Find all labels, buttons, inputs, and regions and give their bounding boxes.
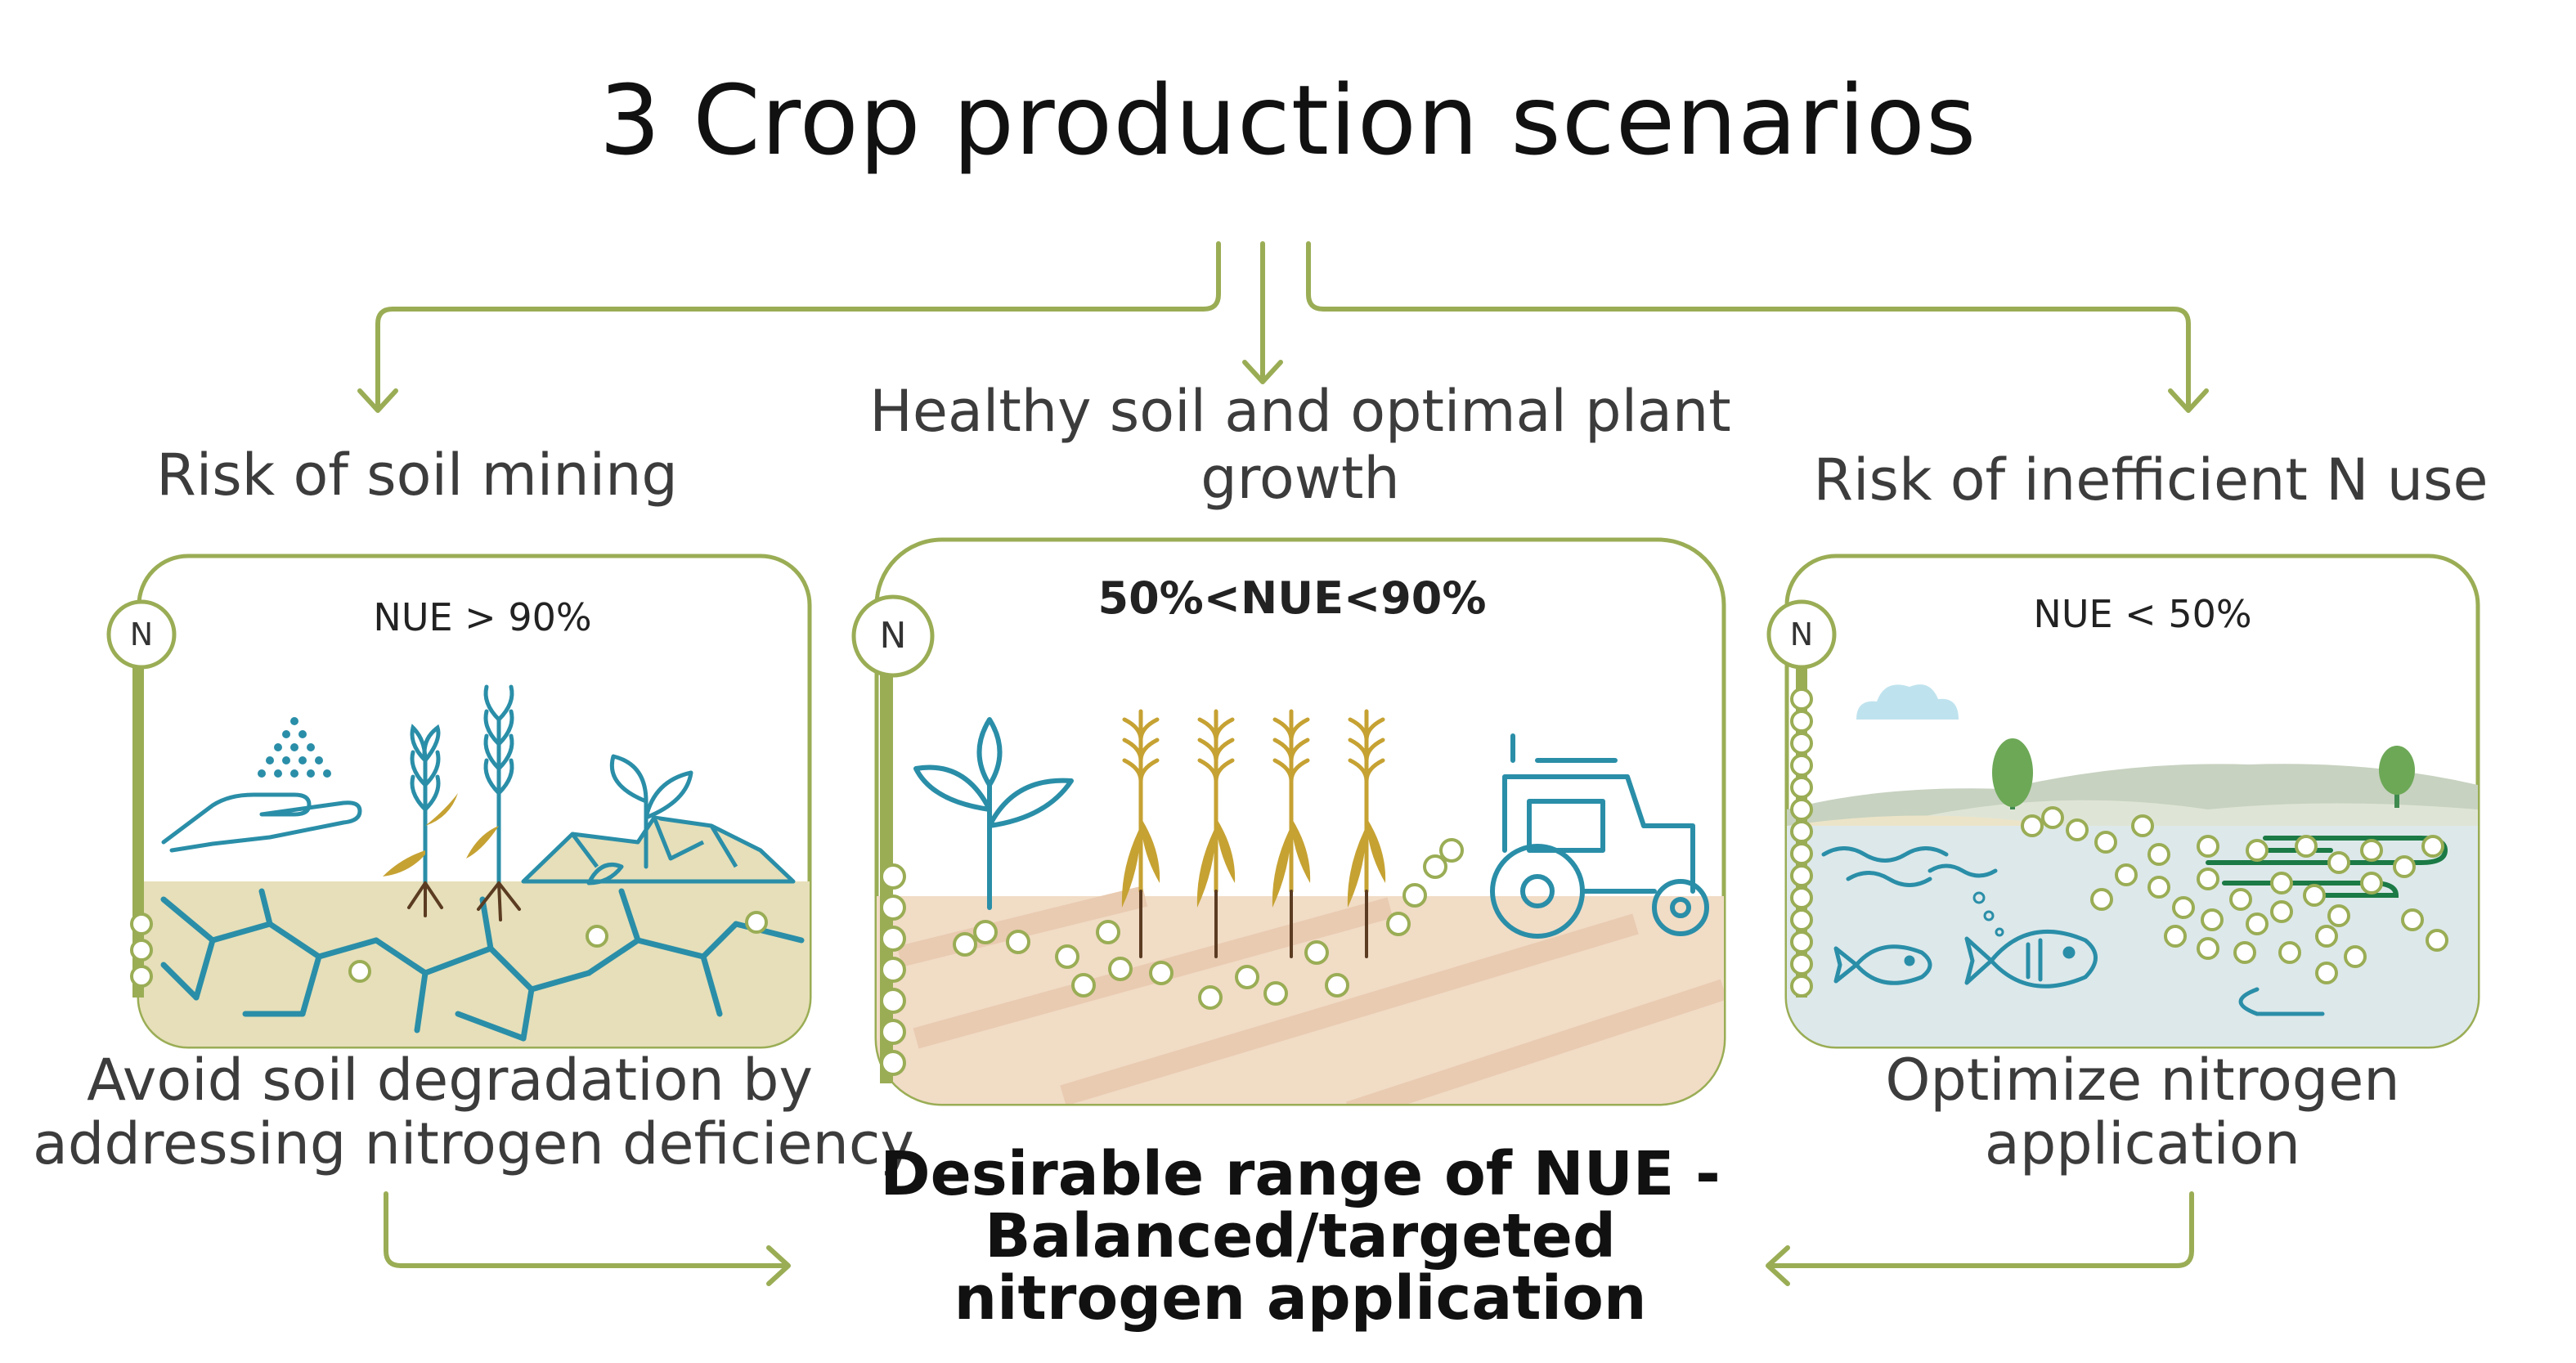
waves (1821, 846, 1998, 887)
heading-inefficient-use: Risk of inefficient N use (1813, 446, 2488, 513)
panel-inefficient-use (1766, 554, 2480, 1049)
caption-line: Avoid soil degradation by (87, 1047, 813, 1114)
nitrogen-label-right: N (1789, 616, 1814, 652)
caption-line: application (1984, 1110, 2301, 1177)
caption-line: Optimize nitrogen (1885, 1047, 2400, 1114)
hand-with-fertilizer-icon (161, 792, 362, 853)
excess-nitrogen-pellets (2021, 806, 2448, 984)
soil-cracks (160, 888, 805, 1042)
seedling-icon (586, 754, 693, 886)
nue-value-right: NUE < 50% (2033, 592, 2252, 636)
nitrogen-label-left: N (129, 616, 154, 652)
conclusion-line: Balanced/targeted (985, 1201, 1616, 1271)
page-title: 3 Crop production scenarios (599, 64, 1977, 177)
nue-value-left: NUE > 90% (373, 595, 592, 639)
nitrogen-gauge-center (851, 594, 935, 1083)
heading-line: growth (1200, 445, 1400, 512)
top-flow-arrows (357, 241, 2209, 413)
arrow-to-left (375, 241, 1221, 411)
heading-line: Healthy soil and optimal plant (869, 378, 1731, 445)
heading-optimal-growth: Healthy soil and optimal plant growth (818, 378, 1783, 512)
roots (407, 881, 521, 921)
bottom-flow-arrows (384, 1191, 2194, 1286)
nitrogen-label-center: N (879, 615, 907, 657)
arrow-to-right (1306, 241, 2191, 411)
nitrogen-pellets (953, 838, 1464, 1010)
rocks (521, 815, 796, 884)
nitrogen-gauge-right (1766, 599, 1837, 998)
mature-wheat-icons (1121, 709, 1386, 958)
runoff-stream (2238, 987, 2325, 1016)
tree-icons (1992, 738, 2415, 809)
caption-line: addressing nitrogen deficiency (33, 1110, 914, 1177)
arrow-left-to-conclusion (384, 1191, 788, 1268)
dry-leaves (383, 793, 499, 877)
wheat-plant-icon (410, 684, 514, 886)
caption-soil-mining: Avoid soil degradation by addressing nit… (33, 1047, 914, 1177)
conclusion-text: Desirable range of NUE - Balanced/target… (818, 1143, 1783, 1329)
caption-inefficient-use: Optimize nitrogen application (1783, 1048, 2502, 1176)
heading-soil-mining: Risk of soil mining (156, 442, 678, 509)
nitrogen-gauge-left (106, 599, 177, 998)
fertilizer-granules (258, 717, 331, 778)
tractor-icon (1490, 733, 1709, 939)
cloud-icon (1856, 684, 1959, 720)
nitrogen-pellets (348, 911, 768, 983)
conclusion-line: Desirable range of NUE - (880, 1139, 1721, 1209)
conclusion-line: nitrogen application (954, 1263, 1647, 1334)
young-plant-icon (913, 717, 1074, 910)
panel-optimal-growth (851, 537, 1726, 1106)
bubbles (1972, 891, 2004, 937)
fish-icon (1833, 929, 2098, 989)
panel-soil-mining (106, 554, 812, 1049)
arrow-right-to-conclusion (1769, 1191, 2194, 1268)
nue-value-center: 50%<NUE<90% (1097, 572, 1487, 624)
